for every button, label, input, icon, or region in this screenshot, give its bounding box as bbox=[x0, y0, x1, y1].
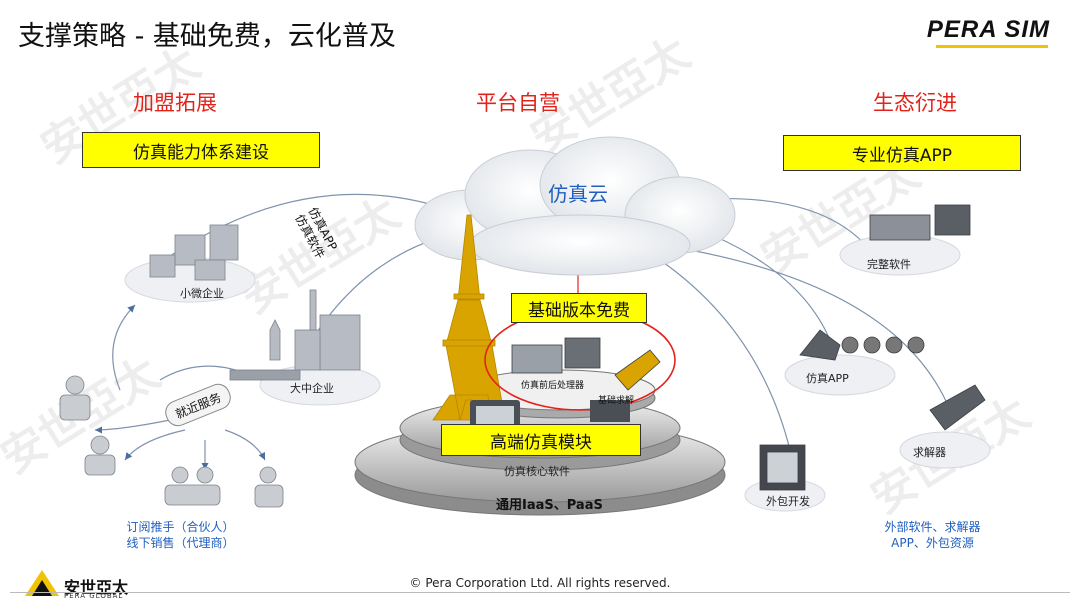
professional-app-box: 专业仿真APP bbox=[783, 135, 1021, 171]
free-basic-version-box: 基础版本免费 bbox=[511, 293, 647, 323]
subscription-partner-note: 订阅推手（合伙人） bbox=[126, 520, 235, 534]
simulation-cloud bbox=[414, 136, 736, 276]
people-icons bbox=[59, 375, 284, 508]
external-software-note: 外部软件、求解器 bbox=[884, 520, 981, 534]
channel-notes: 订阅推手（合伙人） 线下销售（代理商） bbox=[118, 519, 243, 551]
basic-solver-label: 基础求解 bbox=[598, 396, 635, 406]
free-module-icons bbox=[511, 337, 661, 391]
building-icons bbox=[149, 224, 361, 381]
outsourcing-label: 外包开发 bbox=[766, 495, 810, 508]
iaas-paas-label: 通用IaaS、PaaS bbox=[496, 498, 603, 513]
page-title: 支撑策略 - 基础免费，云化普及 bbox=[18, 21, 396, 52]
company-logo-sub: PERA GLOBAL bbox=[64, 592, 124, 600]
heading-self-operated: 平台自营 bbox=[476, 91, 560, 115]
offline-sales-note: 线下销售（代理商） bbox=[126, 536, 235, 550]
footer-divider bbox=[10, 592, 1070, 593]
sim-app-label: 仿真APP bbox=[806, 372, 849, 385]
logo-underline bbox=[936, 45, 1048, 48]
pera-sim-logo: PERA SIM bbox=[926, 16, 1050, 43]
pre-post-processor-label: 仿真前后处理器 bbox=[521, 381, 585, 391]
app-icons bbox=[759, 204, 986, 491]
app-outsourcing-note: APP、外包资源 bbox=[891, 536, 974, 550]
core-software-label: 仿真核心软件 bbox=[504, 465, 570, 478]
large-enterprise-label: 大中企业 bbox=[290, 382, 334, 395]
complete-software-label: 完整软件 bbox=[867, 258, 911, 271]
high-end-module-box: 高端仿真模块 bbox=[441, 424, 641, 456]
copyright-footer: © Pera Corporation Ltd. All rights reser… bbox=[409, 576, 671, 590]
small-enterprise-label: 小微企业 bbox=[180, 287, 224, 300]
solver-label: 求解器 bbox=[913, 446, 946, 459]
cloud-label: 仿真云 bbox=[548, 182, 608, 206]
external-resources-notes: 外部软件、求解器 APP、外包资源 bbox=[870, 519, 995, 551]
heading-ecosystem: 生态衍进 bbox=[873, 91, 957, 115]
heading-franchise: 加盟拓展 bbox=[133, 91, 217, 115]
capability-system-box: 仿真能力体系建设 bbox=[82, 132, 320, 168]
